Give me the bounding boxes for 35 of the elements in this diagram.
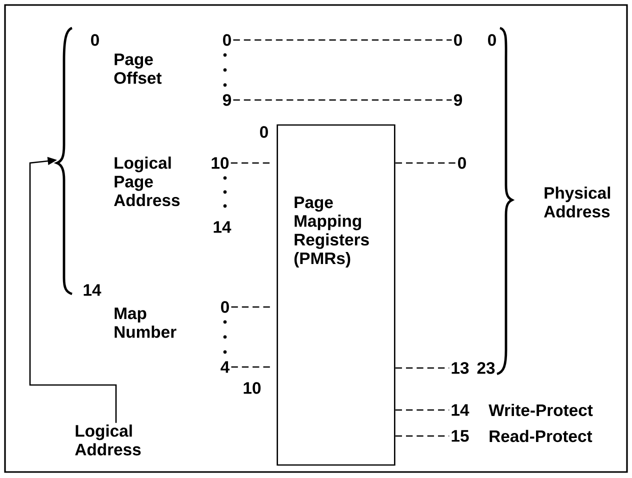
dashed-line: [231, 366, 271, 368]
bit-number: 23: [477, 362, 495, 374]
dashed-line: [233, 39, 452, 41]
brace: [56, 26, 73, 296]
bit-number: 0: [91, 34, 99, 46]
dashed-line: [395, 162, 456, 164]
field-label: Page Offset: [114, 54, 162, 84]
bit-number: 9: [454, 94, 462, 106]
bit-number: 0: [221, 301, 229, 313]
field-label: Logical Page Address: [114, 156, 180, 206]
bit-number: 13: [452, 362, 469, 374]
bit-number: 0: [458, 157, 466, 169]
bit-number: 10: [244, 382, 261, 394]
dashed-line: [395, 367, 450, 369]
flag-label: Write-Protect: [488, 404, 593, 416]
dashed-line: [230, 162, 271, 164]
dashed-line: [231, 306, 271, 308]
bit-number: 0: [488, 34, 496, 46]
arrow: [29, 156, 117, 423]
address-label: Logical Address: [75, 424, 141, 456]
register-box: Page Mapping Registers (PMRs): [276, 124, 396, 466]
dashed-line: [395, 409, 450, 411]
flag-label: Read-Protect: [490, 430, 592, 442]
bit-number: 14: [214, 221, 232, 233]
field-label: Physical Address: [544, 186, 610, 218]
field-label: Map Number: [114, 308, 176, 338]
bit-number: 14: [452, 404, 470, 416]
bit-number: 10: [212, 157, 229, 169]
dashed-line: [233, 99, 452, 101]
bit-number: 9: [222, 94, 232, 106]
bit-number: 0: [454, 34, 462, 46]
bit-number: 15: [452, 430, 469, 442]
bit-number: 0: [223, 34, 231, 46]
bit-number: 4: [220, 361, 230, 373]
dashed-line: [395, 435, 450, 437]
